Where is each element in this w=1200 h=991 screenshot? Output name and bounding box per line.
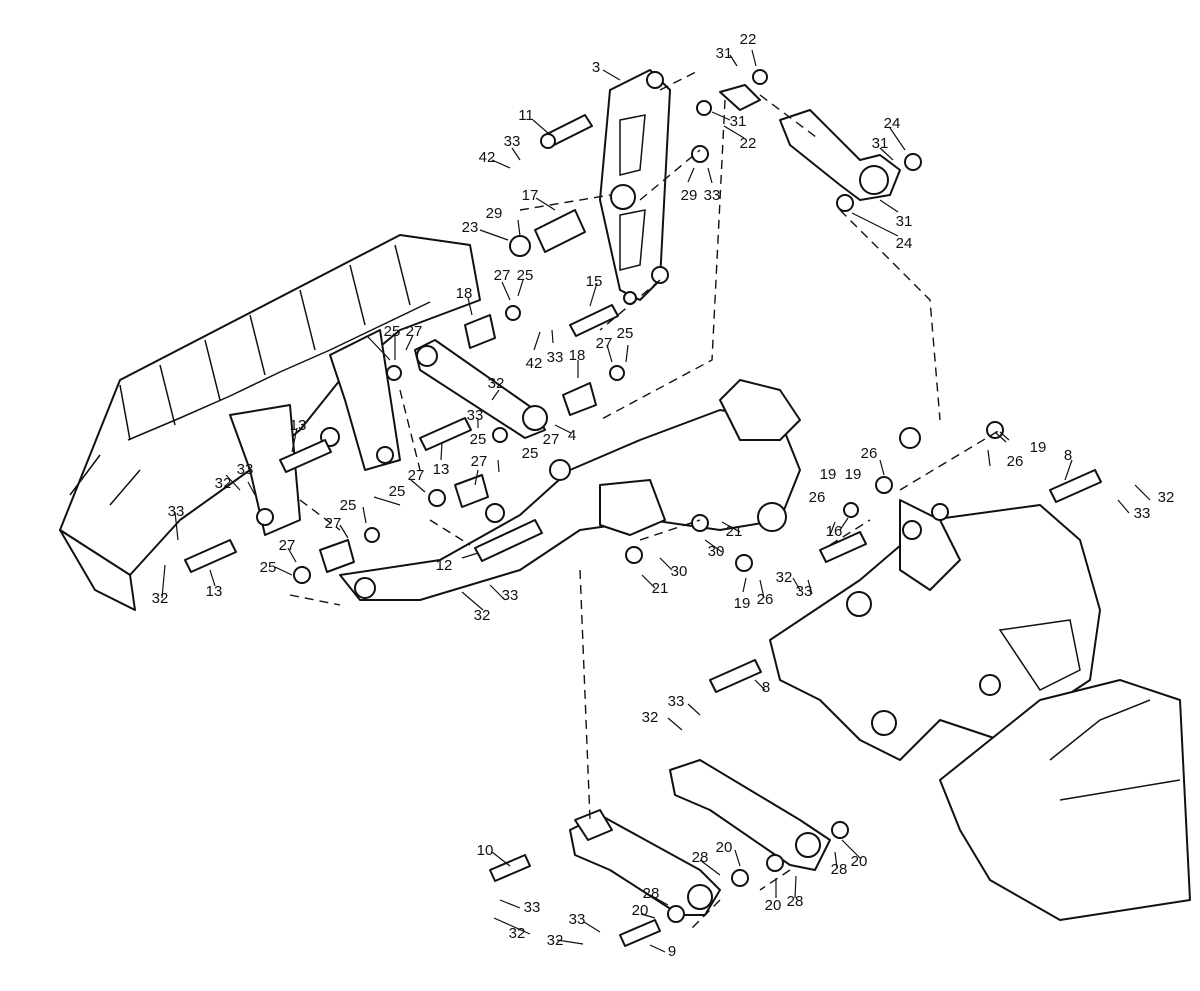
callout-31: 31 [872,135,889,152]
callout-33: 33 [796,583,813,600]
callout-31: 31 [730,113,747,130]
callout-13: 13 [433,461,450,478]
callout-20: 20 [765,897,782,914]
callout-28: 28 [692,849,709,866]
callout-27: 27 [471,453,488,470]
callout-27: 27 [325,515,342,532]
callout-32: 32 [776,569,793,586]
callout-12: 12 [436,557,453,574]
callout-33: 33 [502,587,519,604]
bell-crank [599,69,671,305]
callout-32: 32 [215,475,232,492]
callout-26: 26 [757,591,774,608]
callout-20: 20 [632,902,649,919]
callout-27: 27 [279,537,296,554]
lift-arm [339,379,801,601]
callout-31: 31 [716,45,733,62]
callout-25: 25 [384,323,401,340]
callout-25: 25 [470,431,487,448]
callout-32: 32 [509,925,526,942]
lift-cylinder-rear [669,759,831,871]
callout-19: 19 [734,595,751,612]
callout-22: 22 [740,31,757,48]
callout-27: 27 [543,431,560,448]
callout-33: 33 [569,911,586,928]
callout-42: 42 [479,149,496,166]
callout-29: 29 [681,187,698,204]
callout-33: 33 [1134,505,1151,522]
callout-33: 33 [547,349,564,366]
callout-19: 19 [820,466,837,483]
callout-22: 22 [740,135,757,152]
callout-24: 24 [884,115,901,132]
callout-26: 26 [809,489,826,506]
callout-29: 29 [486,205,503,222]
callout-28: 28 [787,893,804,910]
leader-lines [161,49,1151,953]
callout-8: 8 [1064,447,1072,464]
callout-32: 32 [1158,489,1175,506]
callout-32: 32 [547,932,564,949]
callout-13: 13 [206,583,223,600]
callout-33: 33 [504,133,521,150]
lift-cylinder-front [569,809,721,916]
callout-31: 31 [896,213,913,230]
callout-13: 13 [290,417,307,434]
callout-20: 20 [851,853,868,870]
callout-32: 32 [642,709,659,726]
callout-21: 21 [726,523,743,540]
callout-33: 33 [704,187,721,204]
callout-27: 27 [494,267,511,284]
callout-33: 33 [168,503,185,520]
callout-15: 15 [586,273,603,290]
callout-25: 25 [517,267,534,284]
callout-32: 32 [152,590,169,607]
callout-26: 26 [1007,453,1024,470]
pins-and-bushings [184,69,1102,947]
callout-42: 42 [526,355,543,372]
bucket [59,234,481,611]
callout-3: 3 [592,59,600,76]
callout-10: 10 [477,842,494,859]
callout-21: 21 [652,580,669,597]
callout-19: 19 [845,466,862,483]
callout-4: 4 [568,427,576,444]
callout-25: 25 [522,445,539,462]
callout-18: 18 [569,347,586,364]
callout-20: 20 [716,839,733,856]
callout-33: 33 [237,461,254,478]
callout-33: 33 [524,899,541,916]
callout-28: 28 [831,861,848,878]
callout-11: 11 [518,107,534,124]
callout-28: 28 [643,885,660,902]
callout-19: 19 [1030,439,1047,456]
callout-8: 8 [762,679,770,696]
callout-27: 27 [406,323,423,340]
assembly-lines [289,69,1001,931]
callout-18: 18 [456,285,473,302]
callout-27: 27 [596,335,613,352]
callout-9: 9 [668,943,676,960]
callout-32: 32 [474,607,491,624]
callout-33: 33 [668,693,685,710]
callout-25: 25 [260,559,277,576]
callout-32: 32 [488,375,505,392]
callout-26: 26 [861,445,878,462]
callout-24: 24 [896,235,913,252]
callout-33: 33 [467,407,484,424]
callout-25: 25 [389,483,406,500]
loader-frame [769,499,1191,921]
callout-30: 30 [671,563,688,580]
callout-25: 25 [617,325,634,342]
callout-16: 16 [826,523,843,540]
callout-23: 23 [462,219,479,236]
callout-17: 17 [522,187,539,204]
callout-27: 27 [408,467,425,484]
callout-25: 25 [340,497,357,514]
callout-30: 30 [708,543,725,560]
